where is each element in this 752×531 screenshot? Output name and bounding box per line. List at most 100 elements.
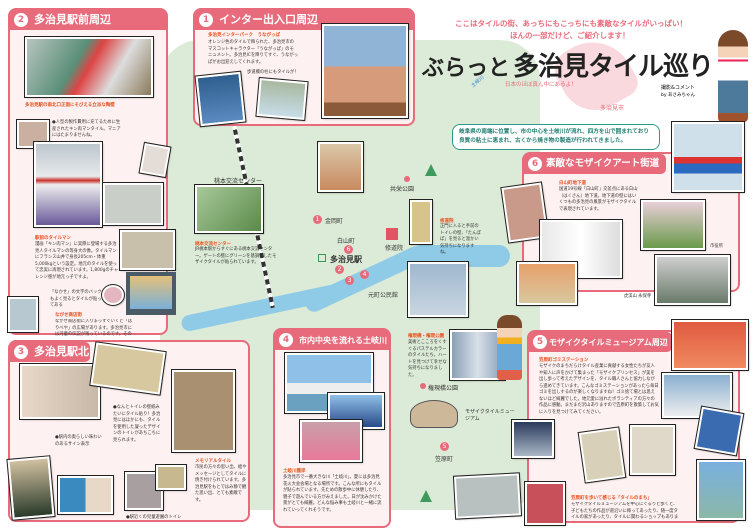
photo-river-steps xyxy=(299,419,363,463)
river xyxy=(410,245,510,267)
body: モザイクタイルミュージアムを中心にぐるりと歩くと、子どもたちの作品が道沿いに飾っ… xyxy=(571,502,679,522)
photo-city-hall-mosaic xyxy=(640,199,706,251)
note: ●人型の製作費用に充てるために生産されたキン肉マンタイル。マニアにはたまりません… xyxy=(52,120,121,138)
photo-pillar xyxy=(194,70,247,128)
sub-heading: 多治見インターパーク うながっぱ xyxy=(208,33,280,38)
sub-heading: 笠原町ゴミステーション xyxy=(539,358,589,363)
body: ながせ商店街に入りまっすぐいくと「はりべや」の広場があります。多治見市には河童の… xyxy=(55,319,133,337)
body: 国道19号線「白山町」交差点にある白山（はくさん）地下道。地下道の壁にはいくつも… xyxy=(559,187,638,212)
sub-heading: 駅前のタイルマン xyxy=(35,236,71,241)
section-title: 多治見駅北 xyxy=(34,345,89,358)
sub-heading: メモリアルタイル xyxy=(195,459,231,464)
body: 漫画「キン肉マン」に実際に登場する多治見人タイルマンの等身大の像。タイルマンにフ… xyxy=(35,242,119,280)
map-body: JR桃本駅からすぐにある桃本交流センター。ゲートの壁にグリーンを基調としたモザイ… xyxy=(195,247,277,265)
photo-park-toilet xyxy=(124,471,164,511)
caption: 虎渓山 永保寺 xyxy=(624,294,652,299)
map-pin-5: 5 xyxy=(440,442,449,451)
sub-heading: 笠原町を歩いて感じる「タイルのまち」 xyxy=(571,496,652,501)
photo-motomachi-hall xyxy=(407,261,469,318)
side-body: 正門に入ると手前のトイレの壁、「たんぽぽ」を見ると温かい気持ちになりますね。 xyxy=(440,224,481,255)
map-label: 桃本交流センター xyxy=(214,178,263,185)
photo-wall-banner xyxy=(511,419,555,459)
photo-momoki-center xyxy=(194,184,264,234)
photo-mosaic-pillar xyxy=(696,459,746,521)
photo-mosaic-mural xyxy=(671,319,749,371)
body: 市民の方々の思い出、絵やメッセージとしてタイルに焼き付けられています。多治見駅を… xyxy=(195,465,247,503)
caption: 市役所 xyxy=(710,244,723,249)
map-label: モザイクタイルミュージアム xyxy=(465,409,515,422)
photo-nagase xyxy=(101,284,125,306)
tree-icon xyxy=(425,164,437,176)
museum-icon xyxy=(410,400,458,428)
page-title-prefix: ぶらっと xyxy=(422,56,511,81)
photo-heart-tiles xyxy=(449,329,506,381)
photo-tileman-statue xyxy=(33,141,103,228)
photo-tile-wall xyxy=(7,296,39,333)
map-dot xyxy=(404,176,410,182)
section-title: モザイクタイルミュージアム周辺 xyxy=(549,338,668,347)
section-title: 素敵なモザイクアート街道 xyxy=(546,158,660,169)
girl-illustration xyxy=(497,315,522,380)
intro-line-2: ほんの一部だけど、ご紹介します！ xyxy=(510,31,630,40)
section-title: 市内中央を流れる土岐川 xyxy=(299,336,387,345)
photo-wall-relief xyxy=(102,182,164,226)
page-title: 多治見タイル巡り xyxy=(513,52,714,82)
map-label: 白山町 xyxy=(337,238,356,245)
map-label: 権現橋公園 xyxy=(428,385,459,392)
map-pin-4: 4 xyxy=(360,270,369,279)
map-dot xyxy=(420,383,426,389)
photo-trains-mosaic xyxy=(671,121,745,193)
note: 「なかせ」の文字のバックもよく見るとタイルが貼ってある xyxy=(50,290,102,308)
map-label: 修道院 xyxy=(385,245,404,252)
sub-heading: 白山町地下道 xyxy=(559,181,586,186)
map-label: 共栄公園 xyxy=(390,186,415,193)
japan-note: 日本のほぼ真ん中にあるよ！ xyxy=(505,82,577,88)
body: 美術とこころをくすぐるパステルカラーのタイルたち。ハートを見つけて幸せな気持ちに… xyxy=(408,340,447,378)
photo-red-door xyxy=(524,481,566,526)
city-label: 多治見市 xyxy=(600,105,625,112)
credit-by: by あさみちゃん xyxy=(661,93,695,98)
photo-kids-tiles xyxy=(577,426,627,484)
map-pin-6: 6 xyxy=(344,245,353,254)
intro-line-1: ここはタイルの街、あっちにもこっちにも素敵なタイルがいっぱい！ xyxy=(455,19,687,28)
photo-small xyxy=(138,141,172,179)
photo-unagappa xyxy=(321,23,409,119)
photo-no-smoking-tiles xyxy=(57,475,114,515)
photo-station-mural xyxy=(24,36,154,98)
map-label: 金岡町 xyxy=(325,218,344,225)
note: ●駅内の奥らしい味わいのあるサイン表示 xyxy=(55,435,102,447)
map-sub: 桃本交流センター xyxy=(195,242,231,247)
note: ●駅近くの児童遊園のトイレ xyxy=(126,515,182,520)
station-icon xyxy=(318,254,326,262)
map-pin-3: 3 xyxy=(345,276,354,285)
body: オレンジ色のタイルで飾られた、多治見市のマスコットキャラクター「うながっぱ」のモ… xyxy=(208,40,298,65)
sub-heading: ながせ商店街 xyxy=(55,313,82,318)
sub-heading: 権現橋・権現公園 xyxy=(408,334,444,339)
map-label: 多治見駅 xyxy=(330,255,362,264)
photo-temple-mosaic xyxy=(654,254,731,306)
sub-heading: 土岐川護岸 xyxy=(283,469,306,474)
description-box: 岐阜県の南端に位置し、市の中心を土岐川が流れ、四方を山で囲まれており良質の粘土に… xyxy=(452,124,660,150)
photo-kids-tiles-2 xyxy=(629,424,676,476)
body: モザイクのまちだらけタイル産業に貢献する女性たちが友人や知人に声をかけて集まった… xyxy=(539,364,659,415)
photo-shudoin xyxy=(409,199,433,245)
note: ●なんとトイレの壁紙みたいにタイル貼り！多治見にはほかにも、タイルを使用した凝っ… xyxy=(113,405,161,443)
photo-church-mosaic xyxy=(516,261,578,306)
body: 多治見市で一番大きな川「土岐川」。夏には多治見花火大会会場となる場所です。こんな… xyxy=(283,475,382,513)
map-label: 元町公民館 xyxy=(368,292,399,299)
photo-frame-dark xyxy=(126,272,176,315)
note: 歩道橋の柱にもタイルが！ xyxy=(247,70,299,75)
photo-blue-bowls xyxy=(693,405,745,457)
tree-icon xyxy=(420,490,432,502)
photo-footbridge xyxy=(255,76,309,122)
side-sub: 修道院 xyxy=(440,219,454,224)
photo-green-tiles xyxy=(119,229,176,271)
section-title: 多治見駅前周辺 xyxy=(34,13,111,26)
credit: 撮影&コメント xyxy=(661,85,695,91)
caption: 多治見駅の南北口正面にそびえる立派な陶壁 xyxy=(25,103,115,108)
